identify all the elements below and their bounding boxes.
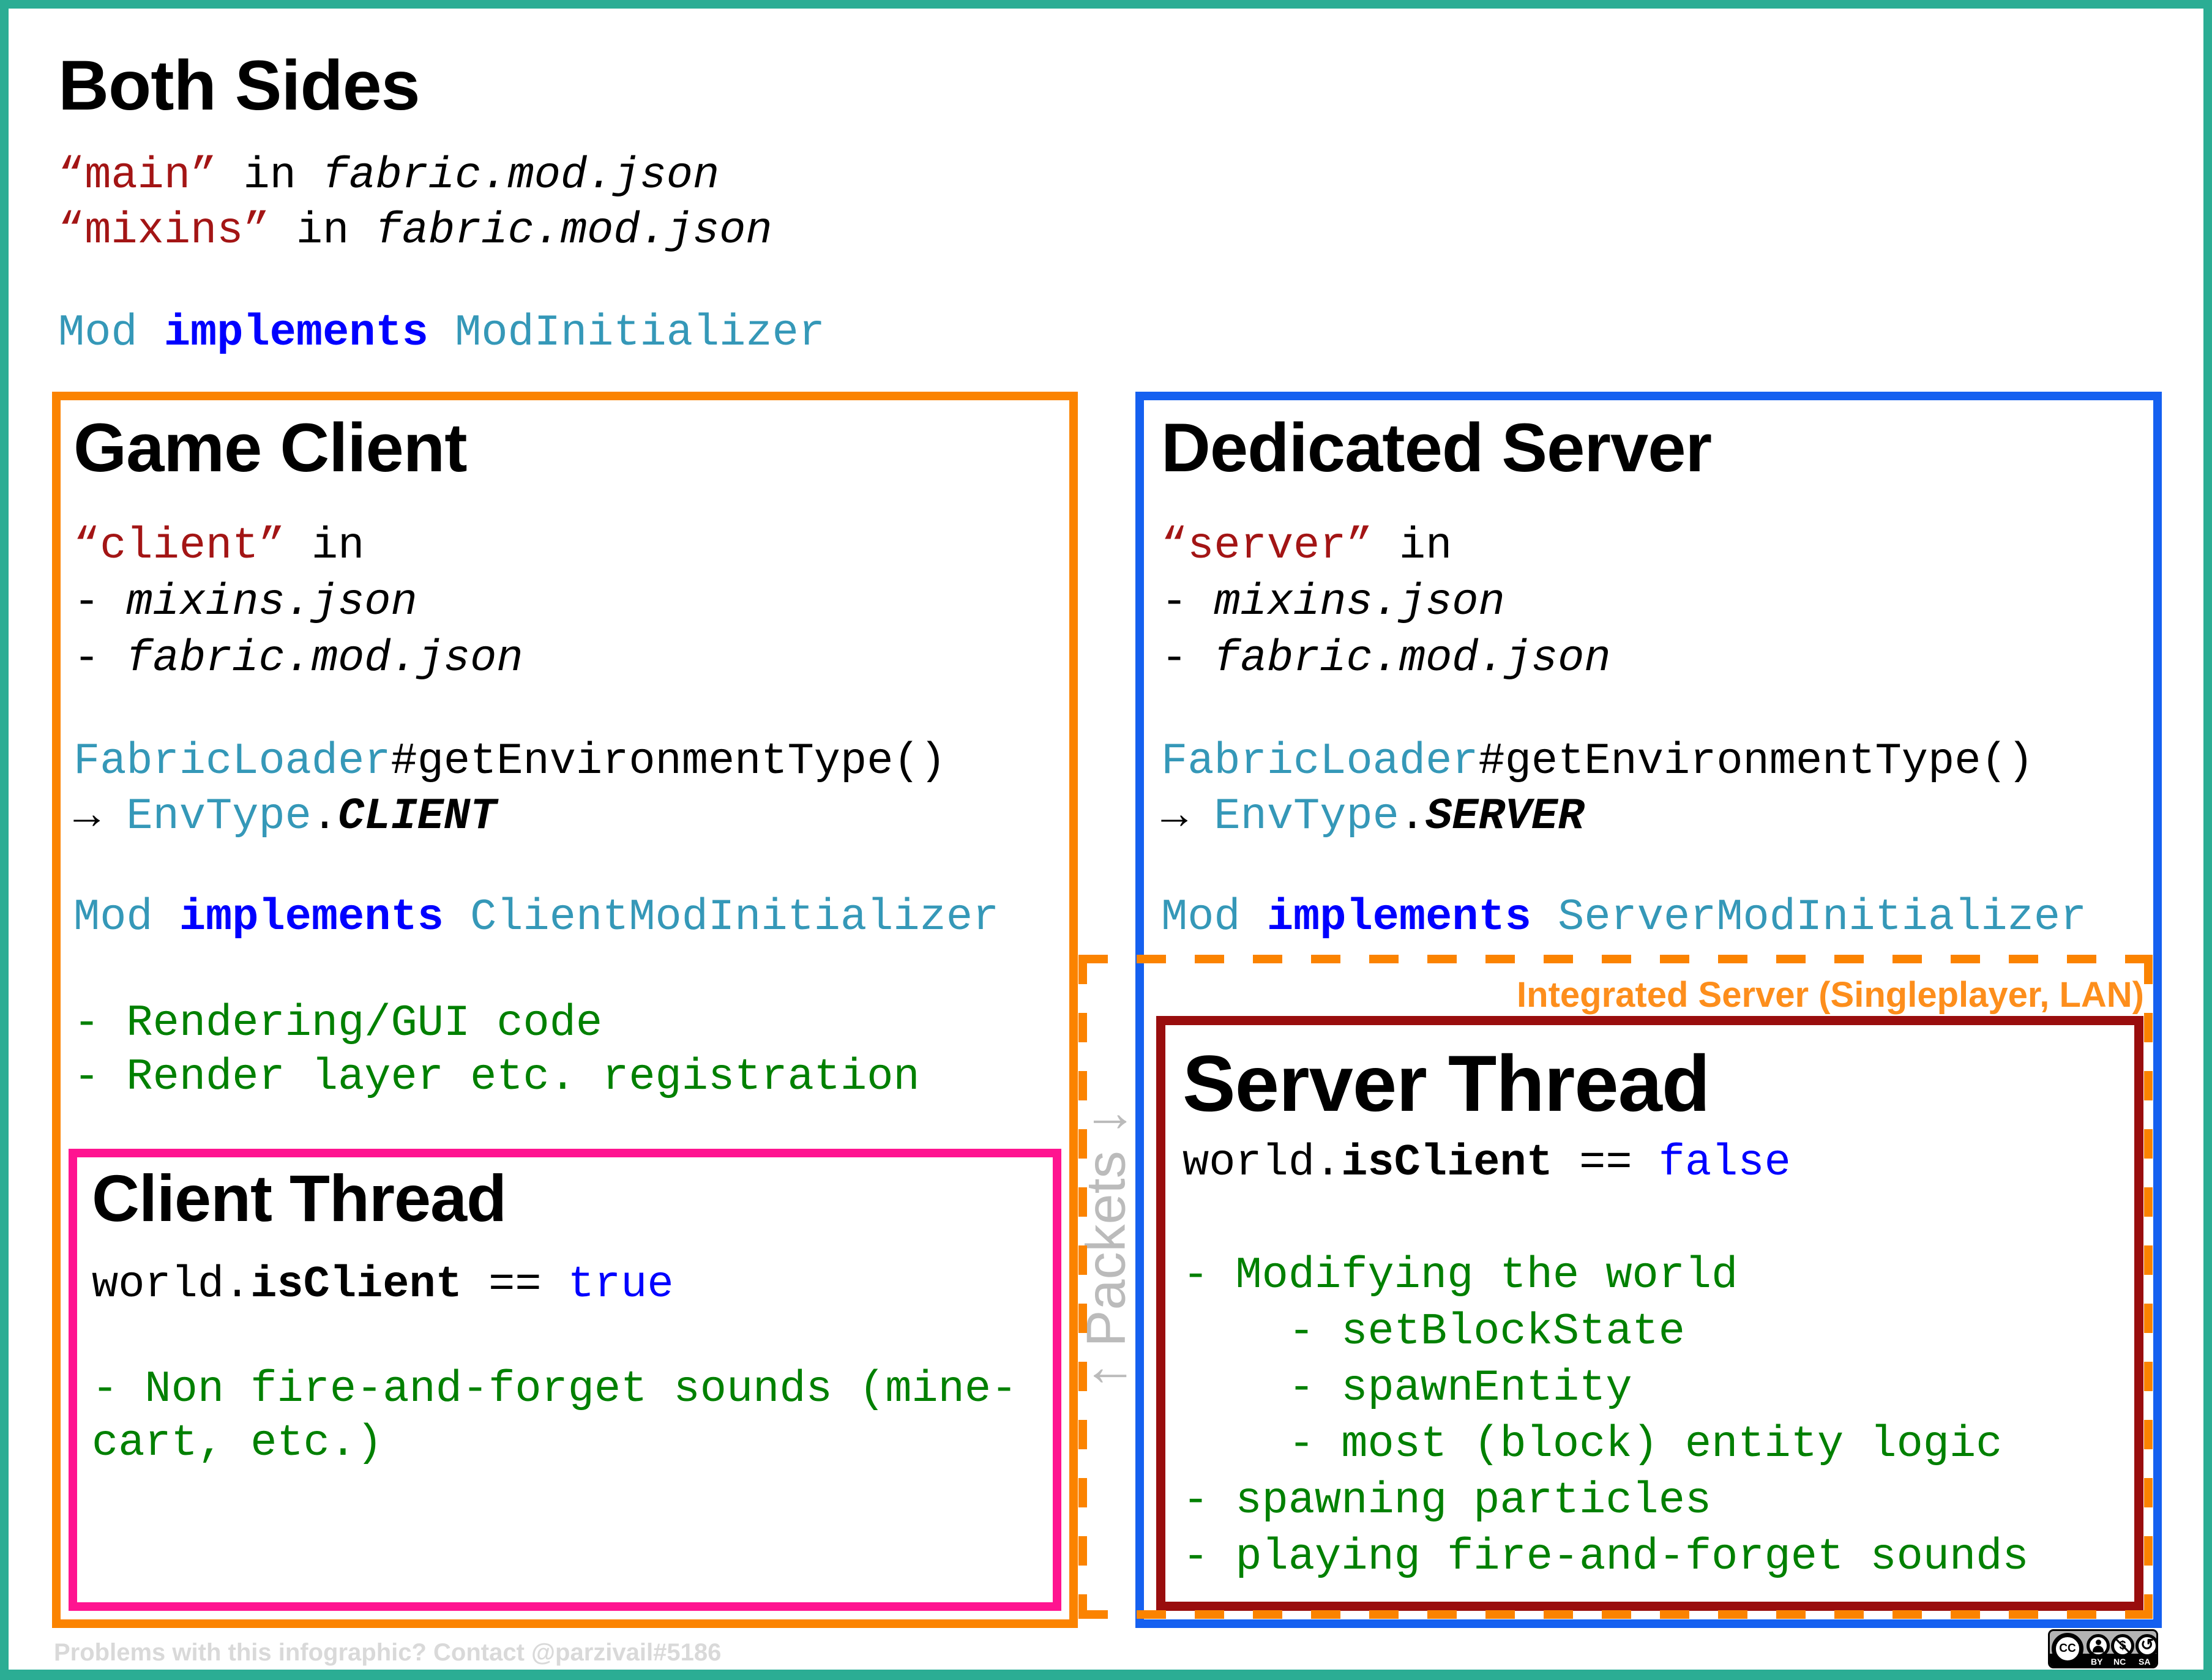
plain-text: in — [1373, 521, 1452, 571]
attribution-person-icon — [2087, 1634, 2110, 1657]
arrow-glyph: → — [1161, 791, 1214, 842]
page-title: Both Sides — [58, 48, 420, 124]
json-key-server: “server” — [1161, 521, 1373, 571]
packets-arrows-text: ↑ Packets ↓ — [1075, 1108, 1138, 1389]
operator-equals: == — [1553, 1138, 1659, 1188]
code-line-mixins-entry: “mixins” in fabric.mod.json — [58, 204, 772, 258]
code-line-mod-initializer: Mod implements ModInitializer — [58, 306, 825, 360]
field-isclient: isClient — [250, 1260, 462, 1310]
plain-text: in — [217, 151, 323, 201]
cc-text: CC — [2059, 1642, 2076, 1656]
literal-false: false — [1659, 1138, 1791, 1188]
type-mod: Mod — [58, 308, 138, 358]
arrow-glyph: → — [73, 791, 126, 842]
enum-client: CLIENT — [338, 791, 496, 842]
list-dash: - — [1161, 577, 1214, 627]
plain-text: in — [285, 521, 365, 571]
ds-code-envtype: → EnvType.SERVER — [1161, 790, 1584, 843]
gc-file-item: - mixins.json — [73, 575, 417, 629]
type-fabric-loader: FabricLoader — [73, 736, 390, 786]
license-label-nc: NC — [2113, 1657, 2126, 1667]
var-world: world. — [92, 1260, 250, 1310]
packets-flow-label: ↑ Packets ↓ — [1078, 1083, 1135, 1414]
type-mod: Mod — [1161, 892, 1241, 943]
list-dash: - — [73, 577, 126, 627]
dedicated-server-title: Dedicated Server — [1161, 411, 1711, 485]
gc-code-loader: FabricLoader#getEnvironmentType() — [73, 734, 946, 788]
st-code-isclient: world.isClient == false — [1183, 1136, 1791, 1190]
gc-file-item: - fabric.mod.json — [73, 632, 523, 685]
st-note-entity-logic: - most (block) entity logic — [1183, 1417, 2002, 1471]
game-client-title: Game Client — [73, 411, 467, 485]
st-note-particles: - spawning particles — [1183, 1474, 1711, 1528]
ds-file-item: - fabric.mod.json — [1161, 632, 1611, 685]
type-client-mod-initializer: ClientModInitializer — [470, 892, 999, 943]
integrated-server-label: Integrated Server (Singleplayer, LAN) — [1347, 974, 2144, 1015]
gc-code-client-in: “client” in — [73, 519, 364, 573]
type-mod: Mod — [73, 892, 153, 943]
cc-by-nc-sa-badge: CC $ ↺ BY NC SA — [2048, 1629, 2158, 1668]
dot: . — [312, 791, 338, 842]
dot: . — [1399, 791, 1425, 842]
ct-note-sounds: - Non fire-and-forget sounds (mine-cart,… — [92, 1362, 1062, 1470]
filename-fabric-mod-json: fabric.mod.json — [375, 206, 772, 256]
keyword-implements: implements — [153, 892, 470, 943]
list-dash: - — [73, 633, 126, 684]
literal-true: true — [568, 1260, 674, 1310]
operator-equals: == — [462, 1260, 568, 1310]
gc-note-render-layer: - Render layer etc. registration — [73, 1050, 920, 1104]
type-envtype: EnvType — [1214, 791, 1399, 842]
ds-code-impl: Mod implements ServerModInitializer — [1161, 890, 2087, 944]
json-key-mixins: “mixins” — [58, 206, 270, 256]
filename-fabric-mod-json: fabric.mod.json — [126, 633, 523, 684]
cc-logo-icon: CC — [2052, 1633, 2083, 1665]
enum-server: SERVER — [1425, 791, 1584, 842]
type-mod-initializer: ModInitializer — [455, 308, 825, 358]
gc-code-envtype: → EnvType.CLIENT — [73, 790, 496, 843]
keyword-implements: implements — [138, 308, 455, 358]
keyword-implements: implements — [1241, 892, 1558, 943]
method-get-environment-type: #getEnvironmentType() — [390, 736, 946, 786]
type-fabric-loader: FabricLoader — [1161, 736, 1478, 786]
type-envtype: EnvType — [126, 791, 311, 842]
st-note-setblockstate: - setBlockState — [1183, 1305, 1685, 1359]
filename-mixins-json: mixins.json — [1214, 577, 1504, 627]
ct-code-isclient: world.isClient == true — [92, 1258, 674, 1312]
filename-fabric-mod-json: fabric.mod.json — [1214, 633, 1610, 684]
json-key-main: “main” — [58, 151, 217, 201]
filename-fabric-mod-json: fabric.mod.json — [323, 151, 719, 201]
filename-mixins-json: mixins.json — [126, 577, 417, 627]
field-isclient: isClient — [1341, 1138, 1553, 1188]
json-key-client: “client” — [73, 521, 285, 571]
ds-code-server-in: “server” in — [1161, 519, 1452, 573]
license-label-by: BY — [2091, 1657, 2102, 1667]
share-alike-icon: ↺ — [2135, 1634, 2158, 1657]
st-note-spawnentity: - spawnEntity — [1183, 1361, 1632, 1415]
gc-note-rendering: - Rendering/GUI code — [73, 996, 602, 1050]
st-note-sounds: - playing fire-and-forget sounds — [1183, 1530, 2029, 1584]
ds-file-item: - mixins.json — [1161, 575, 1505, 629]
client-thread-title: Client Thread — [92, 1163, 506, 1234]
list-dash: - — [1161, 633, 1214, 684]
method-get-environment-type: #getEnvironmentType() — [1478, 736, 2033, 786]
footer-contact-text: Problems with this infographic? Contact … — [54, 1639, 721, 1667]
ds-code-loader: FabricLoader#getEnvironmentType() — [1161, 734, 2034, 788]
type-server-mod-initializer: ServerModInitializer — [1558, 892, 2087, 943]
var-world: world. — [1183, 1138, 1341, 1188]
non-commercial-icon: $ — [2111, 1634, 2134, 1657]
person-icon — [2093, 1640, 2104, 1652]
code-line-main-entry: “main” in fabric.mod.json — [58, 149, 719, 203]
plain-text: in — [270, 206, 376, 256]
st-note-modifying-world: - Modifying the world — [1183, 1249, 1738, 1302]
license-label-sa: SA — [2139, 1657, 2150, 1667]
gc-code-impl: Mod implements ClientModInitializer — [73, 890, 999, 944]
server-thread-title: Server Thread — [1183, 1040, 1709, 1126]
cycle-arrow-glyph: ↺ — [2140, 1637, 2154, 1652]
